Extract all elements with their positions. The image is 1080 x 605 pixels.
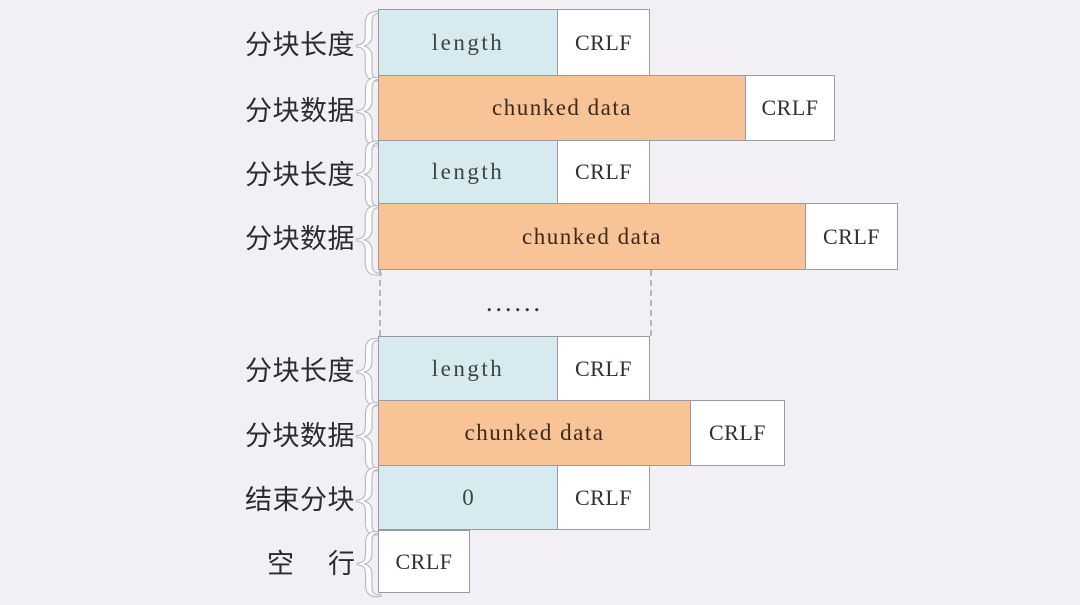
crlf-box: CRLF <box>557 140 650 204</box>
crlf-box: CRLF <box>745 75 835 141</box>
row-label: 空行 <box>267 549 389 579</box>
row-label-wrap: 分块长度 <box>180 9 355 76</box>
row-label: 分块长度 <box>245 356 355 386</box>
continuation-ellipsis: ...... <box>486 288 543 317</box>
crlf-box: CRLF <box>557 9 650 76</box>
row-label-wrap: 分块长度 <box>180 336 355 401</box>
row-label: 分块长度 <box>245 30 355 60</box>
row-label-wrap: 分块数据 <box>180 75 355 141</box>
row-label-wrap: 分块长度 <box>180 140 355 204</box>
length-box: length <box>378 336 558 401</box>
row-label: 结束分块 <box>245 485 355 515</box>
crlf-box: CRLF <box>805 203 898 270</box>
length-box: length <box>378 9 558 76</box>
crlf-box: CRLF <box>557 336 650 401</box>
continuation-dash-left <box>379 270 381 336</box>
row-label-wrap: 空行 <box>180 530 355 593</box>
chunked-data-box: chunked data <box>378 203 806 270</box>
terminator-zero-box: 0 <box>378 465 558 530</box>
length-box: length <box>378 140 558 204</box>
row-label-wrap: 分块数据 <box>180 203 355 270</box>
continuation-dash-right <box>650 270 652 336</box>
crlf-box: CRLF <box>557 465 650 530</box>
row-label: 分块长度 <box>245 159 355 190</box>
row-label-wrap: 分块数据 <box>180 400 355 466</box>
chunked-data-box: chunked data <box>378 75 746 141</box>
diagram-row: 空行{CRLF <box>0 521 1080 601</box>
crlf-box: CRLF <box>690 400 785 466</box>
row-label: 分块数据 <box>245 420 355 451</box>
row-label: 分块数据 <box>245 224 355 254</box>
crlf-box: CRLF <box>378 530 470 593</box>
row-label: 分块数据 <box>245 95 355 126</box>
row-label-wrap: 结束分块 <box>180 465 355 530</box>
chunked-data-box: chunked data <box>378 400 691 466</box>
